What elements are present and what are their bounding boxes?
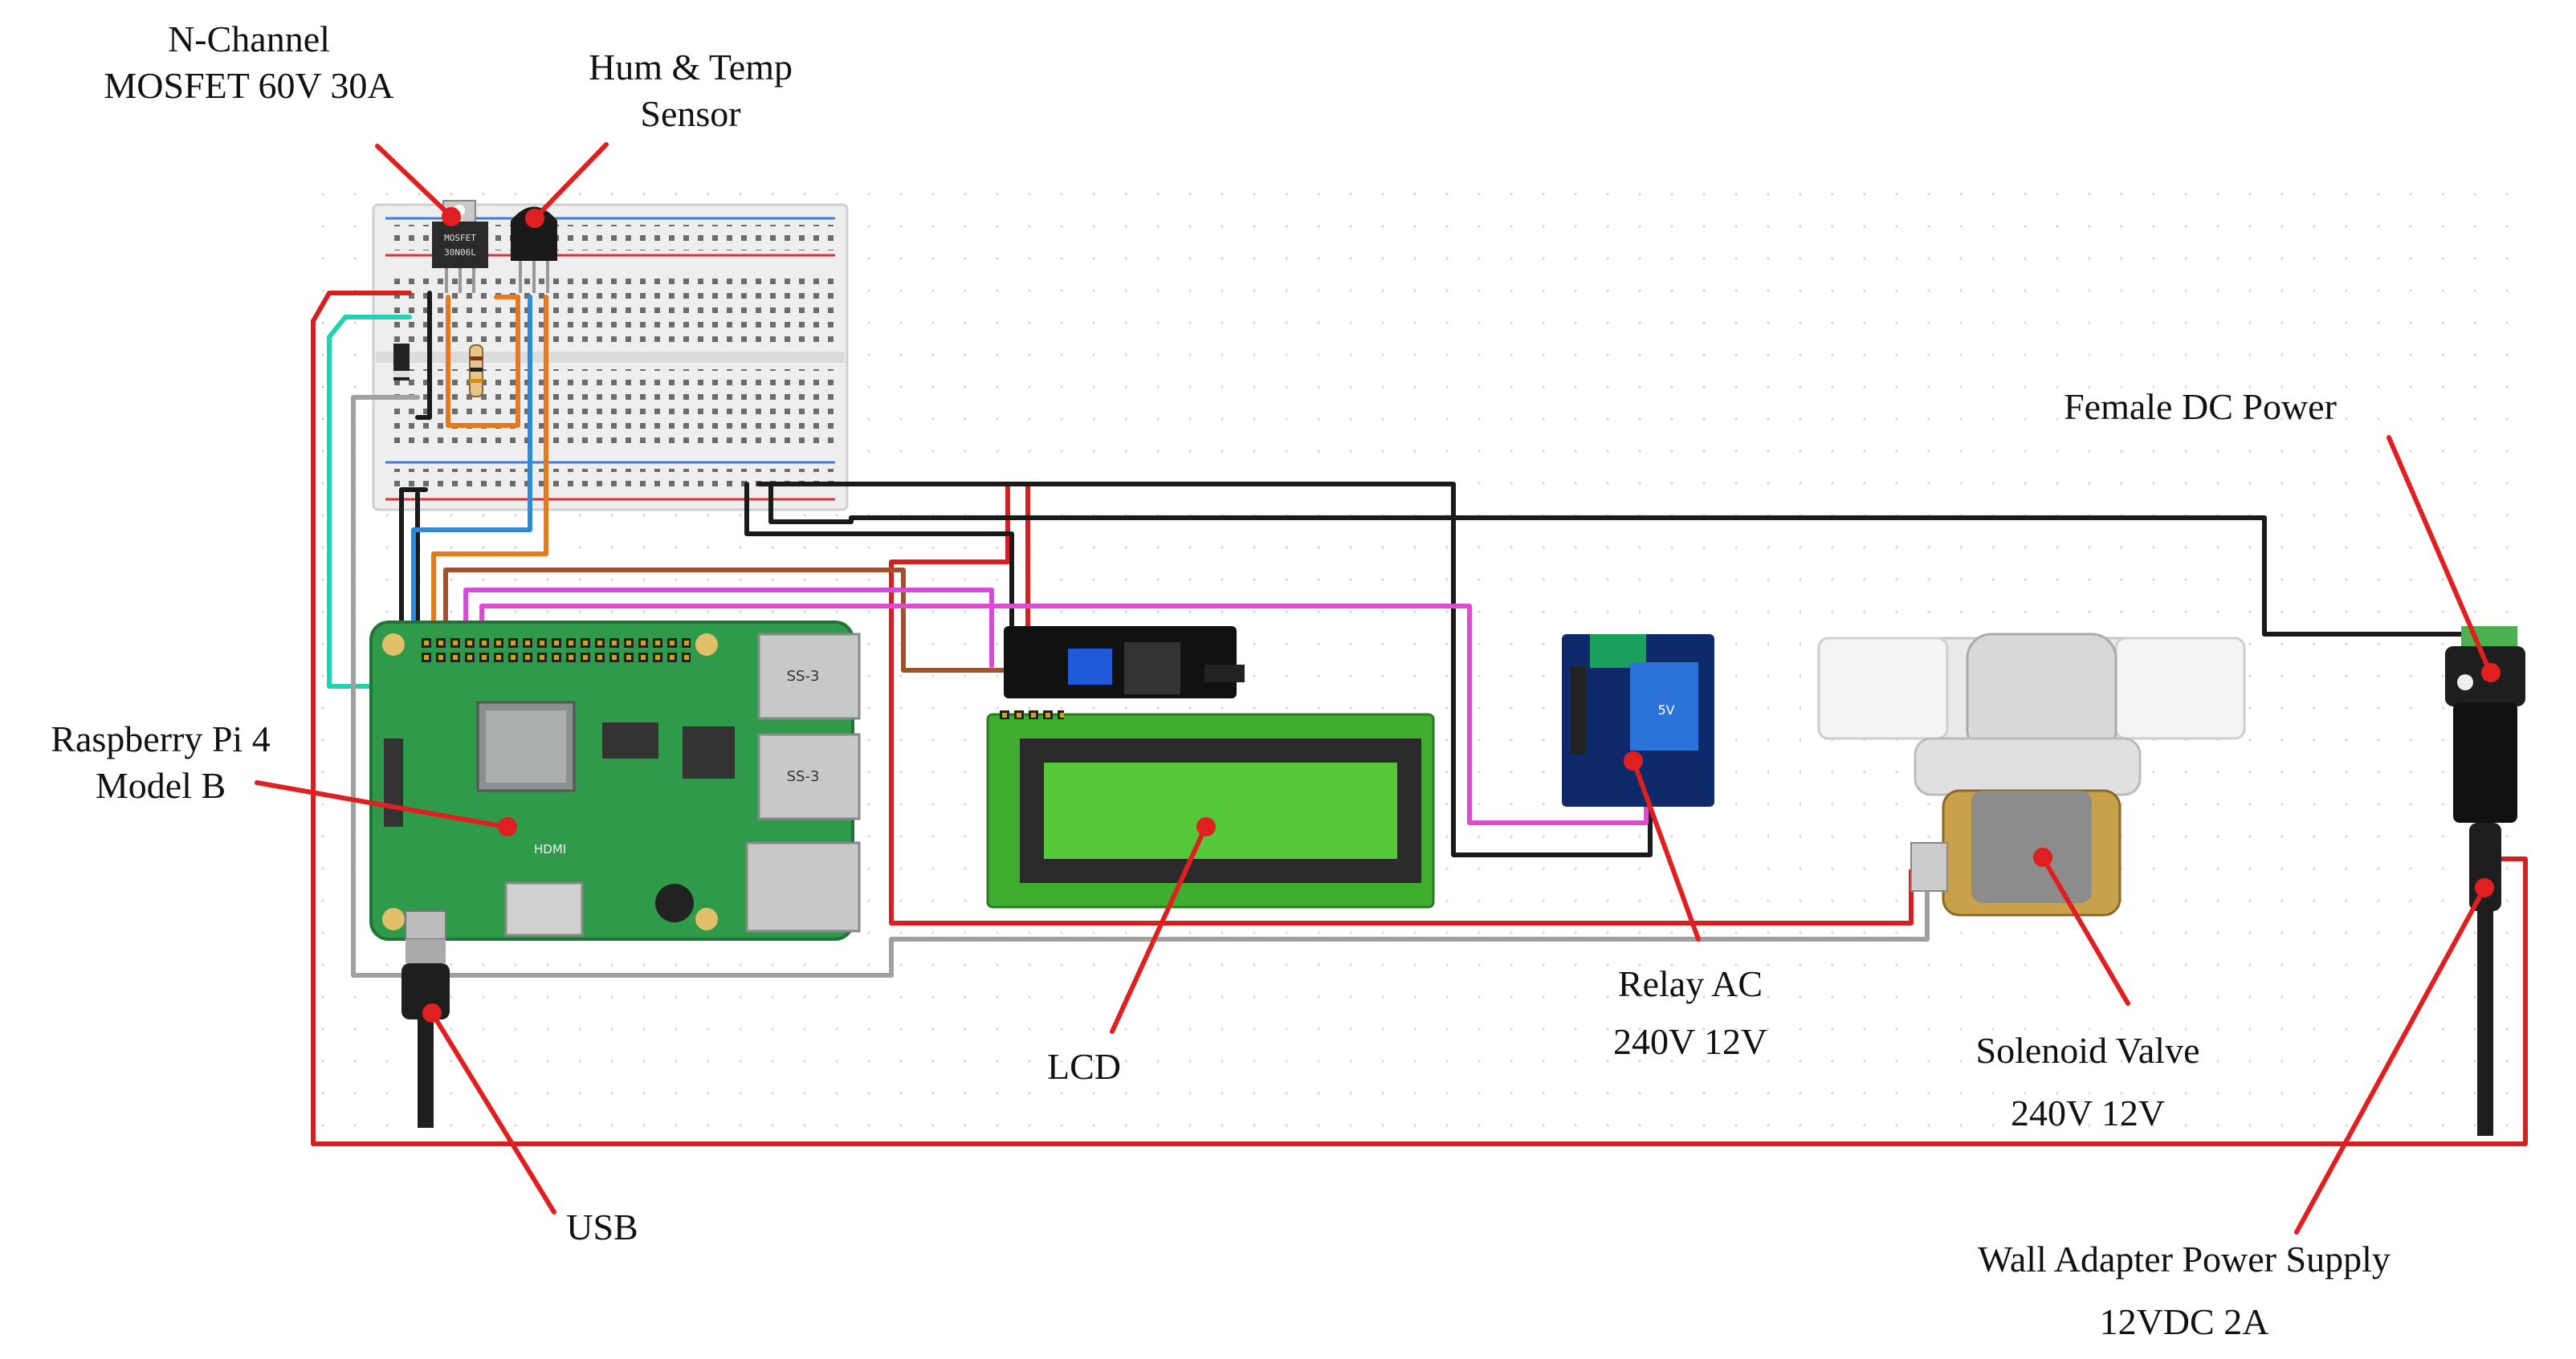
label-solenoid-line2: 240V 12V: [2010, 1092, 2166, 1133]
label-lcd-text: LCD: [1047, 1046, 1121, 1087]
wire-ground-pi: [399, 487, 428, 645]
arrow-usb: [431, 1013, 556, 1215]
arrow-lcd: [1110, 827, 1207, 1034]
label-raspberry-line1: Raspberry Pi 4: [51, 718, 271, 759]
hum-temp-sensor: [511, 206, 557, 293]
label-relay: Relay AC 240V 12V: [1558, 955, 1823, 1071]
label-solenoid-line1: Solenoid Valve: [1975, 1030, 2200, 1071]
label-sensor-line2: Sensor: [640, 93, 741, 134]
raspberry-pi-board: SS-3 SS-3 HDMI: [369, 621, 861, 941]
label-raspberry-line2: Model B: [95, 765, 226, 806]
wire-orange-1: [446, 295, 520, 428]
relay-marking: 5V: [1657, 702, 1674, 718]
wire-power-loop: [311, 291, 2528, 1146]
lcd-module: [986, 626, 1435, 909]
wire-blue: [411, 295, 532, 653]
arrow-wall-adapter: [2294, 889, 2485, 1235]
label-raspberry: Raspberry Pi 4 Model B: [8, 716, 313, 809]
label-female-dc: Female DC Power: [1999, 384, 2401, 430]
label-mosfet-line2: MOSFET 60V 30A: [104, 65, 394, 106]
wire-brown-lcd: [443, 568, 1006, 673]
wire-orange-2: [431, 295, 548, 649]
label-wall-adapter-line1: Wall Adapter Power Supply: [1978, 1239, 2391, 1280]
label-relay-line1: Relay AC: [1617, 963, 1763, 1004]
arrow-mosfet: [375, 144, 452, 218]
arrow-relay: [1632, 760, 1701, 942]
label-mosfet-line1: N-Channel: [168, 18, 330, 59]
arrow-solenoid: [2041, 856, 2130, 1006]
label-wall-adapter-line2: 12VDC 2A: [2099, 1301, 2269, 1342]
label-relay-line2: 240V 12V: [1612, 1021, 1768, 1062]
wire-pink-relay: [479, 604, 1649, 825]
label-female-dc-text: Female DC Power: [2064, 386, 2337, 427]
arrow-sensor: [534, 142, 609, 219]
label-solenoid: Solenoid Valve 240V 12V: [1927, 1019, 2248, 1145]
label-usb-text: USB: [566, 1206, 638, 1247]
mosfet-marking-1: MOSFET: [444, 233, 476, 243]
mosfet-marking-2: 30N06L: [444, 247, 476, 258]
label-sensor-line1: Hum & Temp: [588, 47, 793, 87]
hdmi-label: HDMI: [534, 842, 566, 856]
usb-port-1-label: SS-3: [787, 668, 820, 685]
label-sensor: Hum & Temp Sensor: [546, 44, 835, 137]
label-wall-adapter: Wall Adapter Power Supply 12VDC 2A: [1911, 1228, 2457, 1353]
arrow-raspberry: [255, 780, 508, 829]
arrow-female-dc: [2386, 435, 2492, 673]
wire-ground-dcjack: [768, 482, 2476, 637]
label-usb: USB: [546, 1204, 658, 1251]
wire-magenta-lcd: [463, 588, 994, 669]
relay-module: 5V: [1562, 634, 1714, 807]
label-mosfet: N-Channel MOSFET 60V 30A: [64, 16, 434, 109]
usb-port-2-label: SS-3: [787, 768, 820, 785]
wire-grey: [351, 395, 1930, 978]
wire-ground-relay: [756, 482, 1653, 857]
label-lcd: LCD: [1020, 1044, 1148, 1090]
solenoid-valve: [1817, 633, 2246, 917]
